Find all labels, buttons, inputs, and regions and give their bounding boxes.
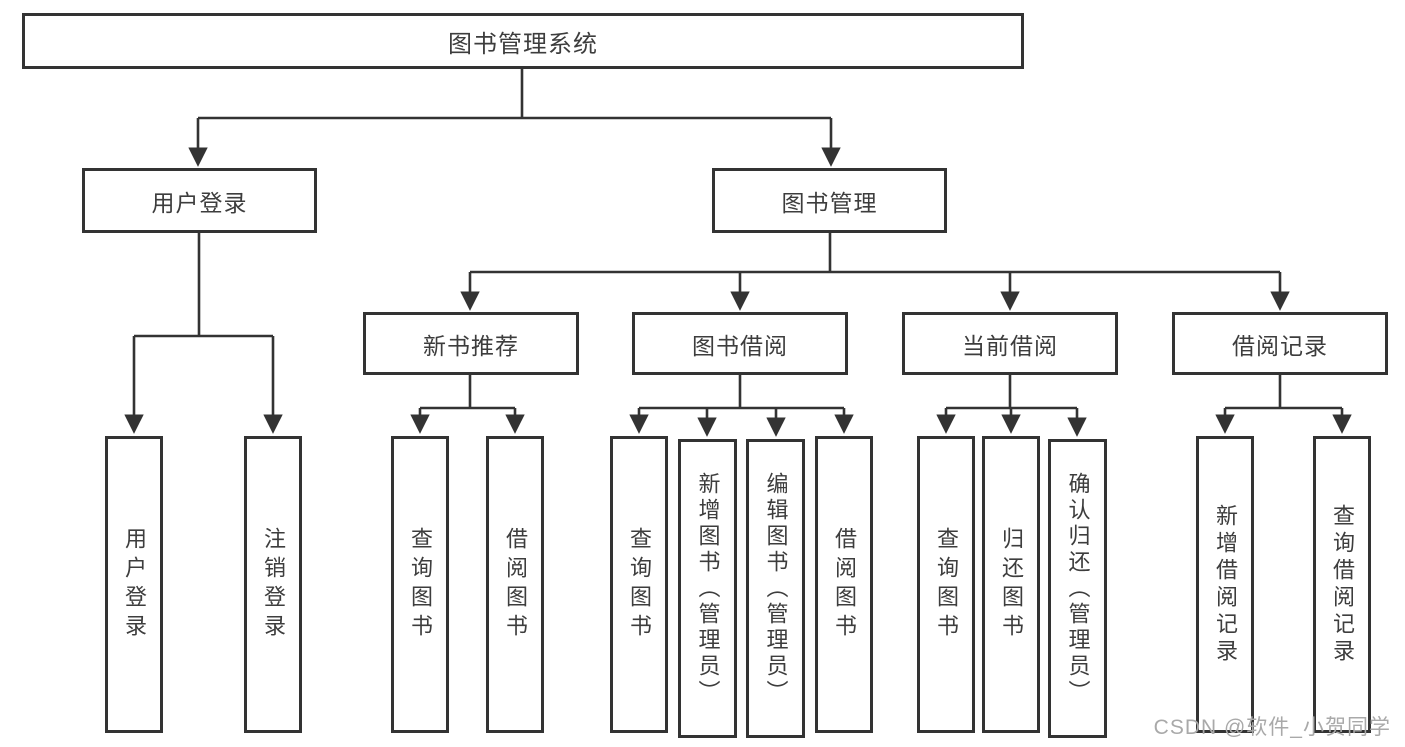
- node-new-book-recommend: 新书推荐: [363, 312, 579, 375]
- node-leaf-query-book-recommend: 查询图书: [391, 436, 449, 733]
- node-current-borrowing: 当前借阅: [902, 312, 1118, 375]
- csdn-watermark: CSDN @软件_小贺同学: [1153, 716, 1391, 739]
- node-leaf-query-borrow-record: 查询借阅记录: [1313, 436, 1371, 733]
- node-borrowing-records: 借阅记录: [1172, 312, 1388, 375]
- node-root: 图书管理系统: [22, 13, 1024, 69]
- node-leaf-return-book: 归还图书: [982, 436, 1040, 733]
- node-book-management: 图书管理: [712, 168, 947, 233]
- node-leaf-logout: 注销登录: [244, 436, 302, 733]
- node-user-login: 用户登录: [82, 168, 317, 233]
- node-leaf-query-book-current: 查询图书: [917, 436, 975, 733]
- node-leaf-query-book-borrowing: 查询图书: [610, 436, 668, 733]
- node-leaf-borrow-book-recommend: 借阅图书: [486, 436, 544, 733]
- node-leaf-confirm-return-admin: 确认归还（管理员）: [1048, 439, 1107, 738]
- node-leaf-borrow-book-borrowing: 借阅图书: [815, 436, 873, 733]
- node-leaf-add-borrow-record: 新增借阅记录: [1196, 436, 1254, 733]
- node-book-borrowing: 图书借阅: [632, 312, 848, 375]
- node-leaf-edit-book-admin: 编辑图书（管理员）: [746, 439, 805, 738]
- node-leaf-user-login: 用户登录: [105, 436, 163, 733]
- node-leaf-add-book-admin: 新增图书（管理员）: [678, 439, 737, 738]
